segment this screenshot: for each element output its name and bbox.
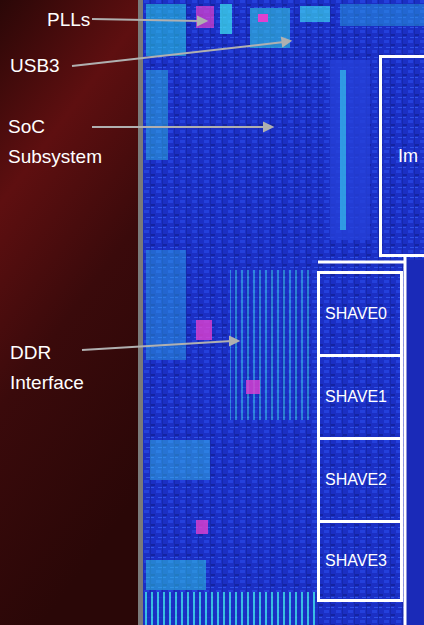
block-outline: SHAVE2	[317, 437, 403, 523]
block-name: SHAVE2	[325, 471, 387, 489]
block-outline: SHAVE3	[317, 520, 403, 602]
block-name: SHAVE1	[325, 388, 387, 406]
block-name: SHAVE3	[325, 552, 387, 570]
callout-label: USB3	[10, 51, 90, 81]
block-outline	[318, 257, 405, 625]
callout-label: SoC Subsystem	[8, 112, 108, 172]
callout-label: DDR Interface	[10, 338, 110, 398]
block-name: SHAVE0	[325, 305, 387, 323]
callout-label: PLLs	[47, 5, 107, 35]
slide-background	[0, 0, 140, 625]
block-name: Im	[398, 146, 418, 167]
block-outline: Im	[379, 55, 424, 257]
block-outline: SHAVE1	[317, 354, 403, 440]
block-outline: SHAVE0	[317, 271, 403, 357]
leader-line	[72, 17, 290, 350]
die-edge	[138, 0, 143, 625]
